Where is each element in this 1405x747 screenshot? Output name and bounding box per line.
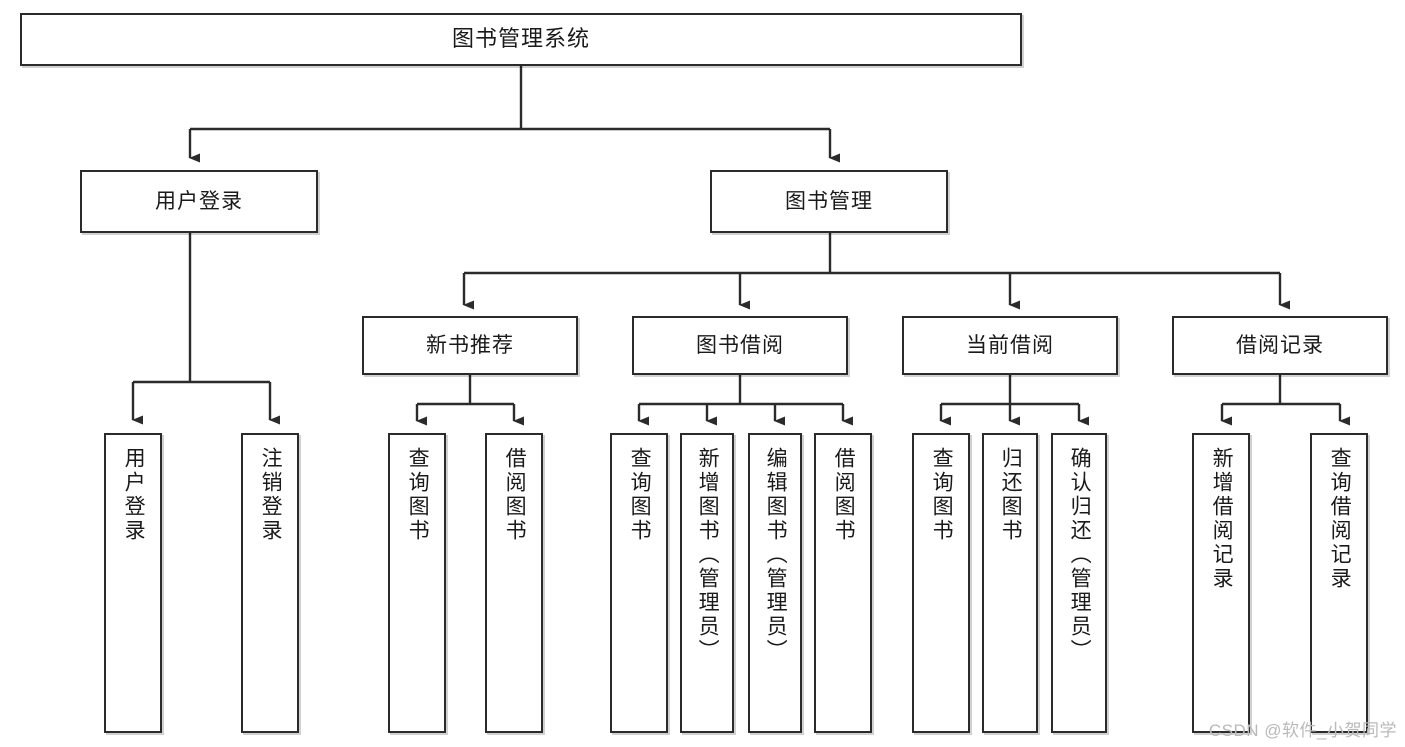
leaf-confirm-return-admin-label: 确认归还（管理员） (1068, 447, 1092, 663)
leaf-edit-book-admin-label: 编辑图书（管理员） (764, 447, 788, 663)
node-book-borrow-label: 图书借阅 (696, 333, 784, 357)
leaf-borrow-book-recommend-label: 借阅图书 (503, 447, 527, 543)
node-user-login-label: 用户登录 (155, 189, 243, 213)
leaf-borrow-book-borrow[interactable]: 借阅图书 (814, 433, 872, 733)
node-borrow-record-label: 借阅记录 (1236, 333, 1324, 357)
leaf-user-login-label: 用户登录 (122, 447, 146, 543)
leaf-query-book-recommend[interactable]: 查询图书 (388, 433, 446, 733)
leaf-edit-book-admin[interactable]: 编辑图书（管理员） (748, 433, 802, 733)
leaf-user-login[interactable]: 用户登录 (104, 433, 162, 733)
node-root-system-label: 图书管理系统 (451, 26, 590, 52)
node-book-management-label: 图书管理 (785, 189, 873, 213)
leaf-query-borrow-record[interactable]: 查询借阅记录 (1310, 433, 1368, 733)
leaf-logout-label: 注销登录 (259, 447, 283, 543)
node-book-borrow[interactable]: 图书借阅 (632, 316, 848, 375)
leaf-query-book-current[interactable]: 查询图书 (912, 433, 970, 733)
leaf-query-book-recommend-label: 查询图书 (406, 447, 430, 543)
leaf-query-book-borrow[interactable]: 查询图书 (610, 433, 668, 733)
leaf-return-book-label: 归还图书 (999, 447, 1023, 543)
node-book-management[interactable]: 图书管理 (710, 170, 948, 233)
node-root-system[interactable]: 图书管理系统 (20, 13, 1022, 66)
leaf-query-book-current-label: 查询图书 (930, 447, 954, 543)
leaf-logout[interactable]: 注销登录 (241, 433, 299, 733)
leaf-add-book-admin[interactable]: 新增图书（管理员） (680, 433, 734, 733)
leaf-return-book[interactable]: 归还图书 (982, 433, 1038, 733)
leaf-query-book-borrow-label: 查询图书 (628, 447, 652, 543)
node-user-login[interactable]: 用户登录 (80, 170, 318, 233)
node-borrow-record[interactable]: 借阅记录 (1172, 316, 1388, 375)
leaf-add-book-admin-label: 新增图书（管理员） (696, 447, 720, 663)
csdn-watermark: CSDN @软件_小贺同学 (1208, 721, 1397, 740)
leaf-borrow-book-recommend[interactable]: 借阅图书 (485, 433, 543, 733)
node-current-borrow[interactable]: 当前借阅 (902, 316, 1118, 375)
leaf-borrow-book-borrow-label: 借阅图书 (832, 447, 856, 543)
leaf-query-borrow-record-label: 查询借阅记录 (1328, 447, 1352, 591)
node-new-book-recommend-label: 新书推荐 (426, 333, 514, 357)
leaf-confirm-return-admin[interactable]: 确认归还（管理员） (1051, 433, 1107, 733)
node-new-book-recommend[interactable]: 新书推荐 (362, 316, 578, 375)
leaf-add-borrow-record[interactable]: 新增借阅记录 (1192, 433, 1250, 733)
node-current-borrow-label: 当前借阅 (966, 333, 1054, 357)
leaf-add-borrow-record-label: 新增借阅记录 (1210, 447, 1234, 591)
